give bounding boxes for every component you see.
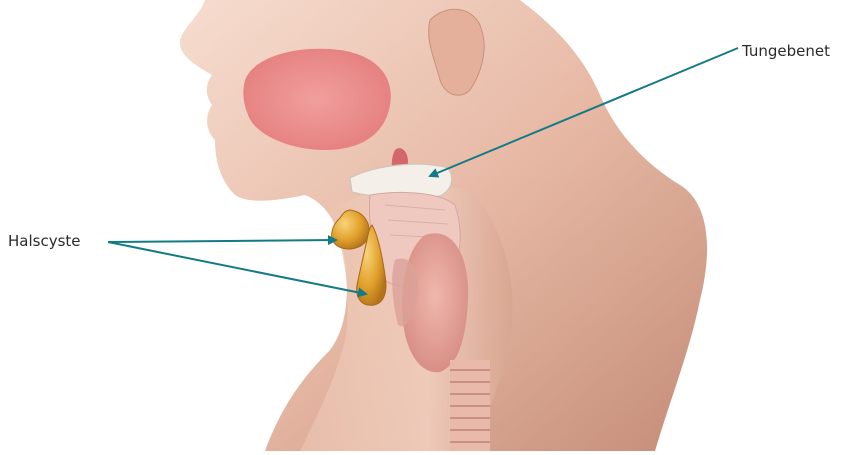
trachea	[450, 360, 490, 451]
arrow-cyst-lower	[108, 242, 366, 294]
arrow-cyst-upper	[108, 240, 336, 242]
label-neck-cyst: Halscyste	[8, 232, 81, 250]
label-hyoid-bone: Tungebenet	[742, 42, 830, 60]
